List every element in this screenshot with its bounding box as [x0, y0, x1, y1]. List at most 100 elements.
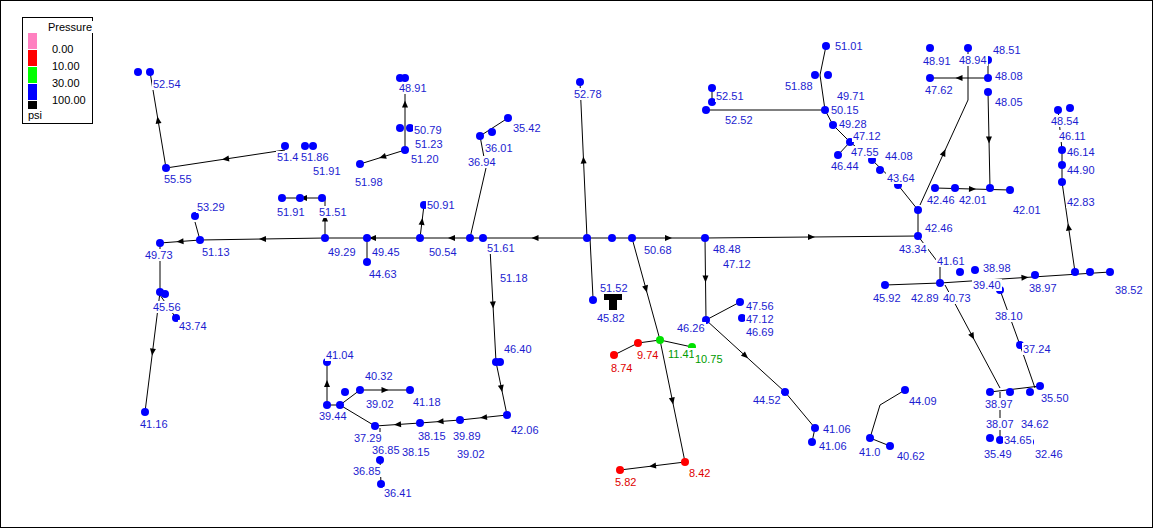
flow-arrow [986, 136, 992, 143]
legend-title: Pressure [47, 21, 93, 33]
junction [914, 206, 922, 214]
pressure-label: 34.65 [1003, 434, 1033, 446]
pressure-label: 5.82 [614, 476, 637, 488]
pressure-label: 48.91 [922, 55, 952, 67]
pipe-layer [145, 46, 1110, 484]
pipe [620, 462, 685, 470]
pipe [706, 110, 825, 111]
junction [376, 456, 384, 464]
arrow-layer [150, 75, 1072, 469]
pressure-label: 46.14 [1066, 146, 1096, 158]
junction [296, 194, 304, 202]
pressure-label: 39.40 [972, 279, 1002, 291]
flow-arrow [324, 380, 330, 387]
pressure-label: 45.92 [872, 292, 902, 304]
junction [191, 212, 199, 220]
pressure-label: 51.20 [410, 153, 440, 165]
pressure-label: 9.74 [636, 349, 659, 361]
pressure-label: 51.51 [318, 206, 348, 218]
pipe [480, 118, 508, 136]
pressure-label: 48.48 [712, 243, 742, 255]
pipe [360, 150, 405, 164]
junction [1006, 186, 1014, 194]
pressure-label: 48.08 [994, 70, 1024, 82]
junction [628, 234, 636, 242]
junction [1086, 268, 1094, 276]
junction [951, 184, 959, 192]
junction [901, 386, 909, 394]
pressure-label: 42.01 [1012, 204, 1042, 216]
junction [681, 458, 689, 466]
pressure-label: 42.89 [910, 292, 940, 304]
pressure-label: 49.28 [838, 118, 868, 130]
pressure-label: 46.26 [676, 322, 706, 334]
junction [811, 424, 819, 432]
pipe [885, 283, 940, 285]
pressure-label: 35.50 [1040, 392, 1070, 404]
pipe [580, 82, 587, 238]
pressure-label: 51.91 [276, 206, 306, 218]
legend-swatch [28, 33, 37, 49]
legend-text: 10.00 [51, 60, 81, 72]
flow-arrow [1021, 275, 1028, 281]
pressure-label: 39.02 [456, 448, 486, 460]
pressure-label: 38.98 [982, 262, 1012, 274]
pressure-label: 42.46 [926, 194, 956, 206]
pressure-label: 49.45 [371, 246, 401, 258]
flow-arrow [702, 275, 708, 282]
pressure-label: 51.61 [486, 242, 516, 254]
flow-arrow [808, 234, 815, 240]
flow-arrow [940, 149, 946, 157]
pressure-label: 51.01 [834, 40, 864, 52]
junction [866, 434, 874, 442]
tank-symbol [604, 294, 622, 310]
pressure-label: 36.01 [484, 142, 514, 154]
tank-symbol [609, 300, 617, 310]
junction [914, 232, 922, 240]
pressure-label: 36.85 [352, 465, 382, 477]
pressure-label: 51.98 [354, 176, 384, 188]
pressure-label: 41.06 [818, 440, 848, 452]
junction [363, 258, 371, 266]
pressure-label: 42.06 [510, 424, 540, 436]
pressure-label: 45.56 [152, 301, 182, 313]
junction [496, 358, 504, 366]
junction [1026, 388, 1034, 396]
flow-arrow [956, 75, 963, 81]
junction [811, 71, 819, 79]
pipe [496, 362, 507, 415]
junction [1036, 382, 1044, 390]
flow-arrow [419, 218, 425, 225]
flow-arrow [156, 117, 162, 124]
pressure-label: 42.46 [924, 222, 954, 234]
pressure-label: 41.61 [936, 255, 966, 267]
pressure-label: 39.44 [318, 410, 348, 422]
unit-label: psi [27, 109, 43, 121]
flow-arrow [379, 153, 387, 159]
junction [876, 166, 884, 174]
pressure-label: 50.91 [426, 199, 456, 211]
flow-arrow [741, 351, 748, 358]
flow-arrow [480, 414, 487, 420]
pipe [706, 302, 740, 320]
pressure-label: 39.89 [452, 430, 482, 442]
junction [608, 234, 616, 242]
junction [1058, 146, 1066, 154]
pipe [490, 248, 496, 362]
pressure-label: 48.51 [992, 44, 1022, 56]
pressure-label: 43.74 [178, 320, 208, 332]
pressure-label: 51.23 [414, 138, 444, 150]
flow-arrow [498, 384, 504, 391]
junction [610, 351, 618, 359]
junction [1058, 161, 1066, 169]
pipe [880, 390, 905, 405]
pressure-label: 46.11 [1058, 130, 1087, 142]
flow-arrow [177, 238, 184, 244]
flow-arrow [437, 418, 444, 424]
pressure-label: 45.82 [596, 312, 626, 324]
pressure-label: 44.90 [1066, 164, 1096, 176]
junction [886, 442, 894, 450]
junction [336, 401, 344, 409]
pressure-label: 48.91 [398, 82, 428, 94]
